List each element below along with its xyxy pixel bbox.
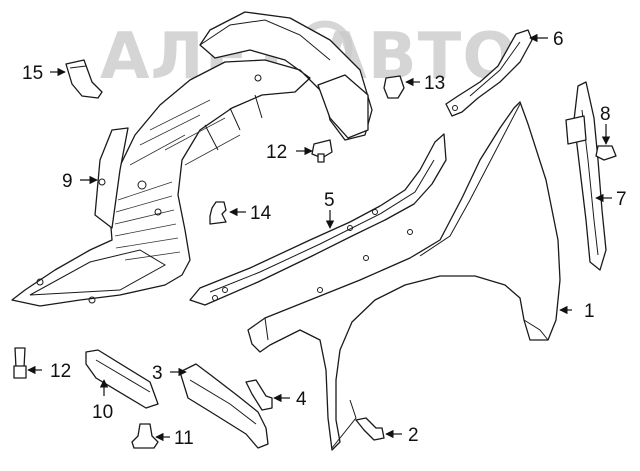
clip-part-11 [131,423,159,449]
push-pin-part-12-upper [311,139,333,163]
reinforcement-part-5 [189,133,447,306]
fender-panel-part-1 [247,101,561,451]
bracket-part-10 [85,349,159,409]
fender-liner-part [11,11,373,307]
vertical-bracket-part-7 [565,81,607,271]
clip-part-13 [383,75,405,99]
callout-15: 15 [22,63,43,84]
bracket-part-3 [179,363,269,449]
bracket-part-15 [65,59,103,99]
callout-labels: 1 2 3 4 5 6 7 8 9 10 11 12 12 13 14 15 [22,29,627,449]
callout-13: 13 [424,73,445,94]
callout-9: 9 [62,171,73,192]
callout-14: 14 [250,203,272,224]
callout-6: 6 [553,29,564,50]
callout-12a: 12 [50,361,71,382]
callout-2: 2 [408,425,419,446]
callout-4: 4 [296,389,307,410]
callout-11: 11 [174,428,194,449]
callout-5: 5 [324,190,335,211]
callout-12b: 12 [266,142,287,163]
callout-1: 1 [584,301,595,322]
callout-3: 3 [152,363,163,384]
pin-part-12-lower [13,347,27,379]
clip-part-14 [209,201,227,225]
callout-leaders [27,33,612,442]
bolt-part-4 [245,379,273,411]
callout-7: 7 [616,189,627,210]
callout-10: 10 [92,402,113,423]
bolt-part-8 [595,145,617,161]
bolt-part-2 [355,417,385,441]
callout-8: 8 [600,104,611,125]
